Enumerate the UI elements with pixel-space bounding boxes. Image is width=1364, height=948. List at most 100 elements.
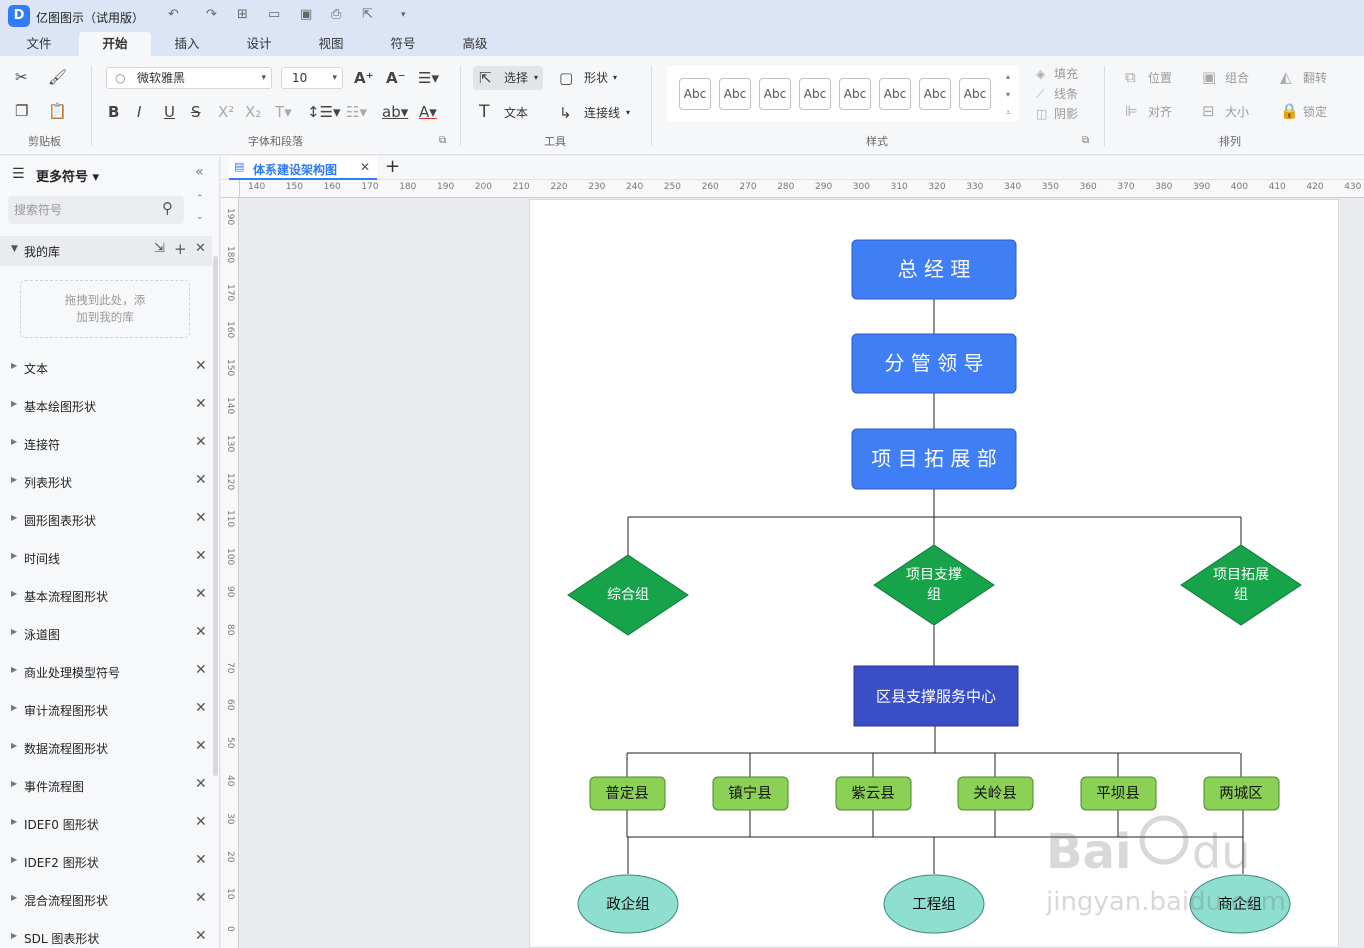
bold-icon[interactable]: B [108, 103, 120, 121]
select-tool-button[interactable]: ⇱ 选择 ▾ [473, 66, 543, 90]
team-ellipse[interactable] [883, 874, 985, 934]
position-icon[interactable]: ⧉ [1125, 68, 1136, 86]
close-icon[interactable]: ✕ [195, 814, 207, 830]
italic-icon[interactable]: I [137, 103, 142, 121]
subscript-icon[interactable]: X₂ [245, 103, 262, 121]
menu-tab[interactable]: 插入 [174, 36, 200, 51]
library-item[interactable]: ▶混合流程图形状✕ [0, 888, 212, 912]
lock-icon[interactable]: 🔒 [1280, 102, 1299, 120]
county-box[interactable] [1080, 776, 1157, 811]
increase-font-icon[interactable]: A⁺ [354, 69, 374, 87]
close-icon[interactable]: ✕ [195, 928, 207, 944]
line-label[interactable]: 线条 [1054, 87, 1079, 101]
menu-tab[interactable]: 开始 [79, 32, 151, 56]
shape-tool-button[interactable]: ▢ 形状 ▾ [559, 66, 629, 90]
size-label[interactable]: 大小 [1225, 105, 1250, 119]
style-swatch[interactable]: Abc [679, 78, 711, 110]
library-item[interactable]: ▶文本✕ [0, 356, 212, 380]
drawing-page[interactable]: 总 经 理分 管 领 导项 目 拓 展 部综合组项目支撑组项目拓展组区县支撑服务… [529, 199, 1339, 948]
close-icon[interactable]: ✕ [195, 738, 207, 754]
line-spacing-icon[interactable]: ↕☰▾ [307, 103, 341, 121]
scroll-up-icon[interactable]: ⌃ [196, 194, 204, 204]
group-icon[interactable]: ▣ [1202, 68, 1217, 86]
text-highlight-icon[interactable]: ab▾ [382, 103, 409, 121]
county-box[interactable] [712, 776, 789, 811]
close-tab-icon[interactable]: ✕ [360, 160, 371, 174]
org-box[interactable] [851, 333, 1017, 394]
decrease-font-icon[interactable]: A⁻ [386, 69, 406, 87]
close-icon[interactable]: ✕ [195, 624, 207, 640]
group-diamond[interactable] [873, 544, 995, 626]
team-ellipse[interactable] [577, 874, 679, 934]
close-icon[interactable]: ✕ [195, 662, 207, 678]
group-diamond[interactable] [1180, 544, 1302, 626]
library-item[interactable]: ▶事件流程图✕ [0, 774, 212, 798]
gallery-more-icon[interactable]: ⩡ [1006, 108, 1011, 117]
library-item[interactable]: ▶IDEF2 图形状✕ [0, 850, 212, 874]
close-icon[interactable]: ✕ [195, 510, 207, 526]
close-icon[interactable]: ✕ [195, 396, 207, 412]
panel-scrollbar[interactable] [213, 256, 218, 776]
close-icon[interactable]: ✕ [195, 434, 207, 450]
import-icon[interactable]: ⇲ [154, 241, 165, 256]
library-item[interactable]: ▶数据流程图形状✕ [0, 736, 212, 760]
menu-tab[interactable]: 设计 [246, 36, 272, 51]
lock-label[interactable]: 锁定 [1303, 105, 1328, 119]
customize-toolbar-icon[interactable]: ▾ [401, 10, 406, 20]
library-item[interactable]: ▶时间线✕ [0, 546, 212, 570]
add-icon[interactable]: + [174, 240, 187, 258]
new-file-icon[interactable]: ⊞ [237, 7, 248, 22]
new-tab-icon[interactable]: + [385, 156, 401, 177]
align-text-icon[interactable]: ☰▾ [418, 69, 439, 87]
shadow-icon[interactable]: ◫ [1036, 107, 1048, 121]
my-library-header[interactable]: ▼ 我的库 ⇲ + ✕ [0, 236, 212, 266]
style-swatch[interactable]: Abc [959, 78, 991, 110]
cut-icon[interactable]: ✂ [15, 68, 28, 86]
dialog-launcher-icon[interactable]: ⧉ [1082, 135, 1090, 146]
superscript-icon[interactable]: X² [218, 103, 235, 121]
undo-icon[interactable]: ↶ [168, 7, 179, 22]
library-item[interactable]: ▶SDL 图表形状✕ [0, 926, 212, 948]
export-icon[interactable]: ⇱ [362, 7, 373, 22]
fill-label[interactable]: 填充 [1054, 67, 1079, 81]
close-icon[interactable]: ✕ [195, 700, 207, 716]
open-folder-icon[interactable]: ▭ [268, 7, 281, 22]
dialog-launcher-icon[interactable]: ⧉ [439, 135, 447, 146]
menu-tab[interactable]: 高级 [462, 36, 488, 51]
position-label[interactable]: 位置 [1148, 71, 1173, 85]
search-icon[interactable]: ⚲ [162, 199, 173, 217]
library-item[interactable]: ▶连接符✕ [0, 432, 212, 456]
connector-tool-button[interactable]: ↳ 连接线 ▾ [559, 101, 639, 125]
library-item[interactable]: ▶列表形状✕ [0, 470, 212, 494]
county-box[interactable] [957, 776, 1034, 811]
library-item[interactable]: ▶泳道图✕ [0, 622, 212, 646]
style-swatch[interactable]: Abc [759, 78, 791, 110]
close-icon[interactable]: ✕ [195, 776, 207, 792]
bullet-list-icon[interactable]: ☷▾ [346, 103, 367, 121]
menu-tab[interactable]: 视图 [318, 36, 344, 51]
gallery-up-icon[interactable]: ▴ [1006, 72, 1011, 81]
county-box[interactable] [589, 776, 666, 811]
line-icon[interactable]: ⟋ [1036, 87, 1045, 101]
collapse-panel-icon[interactable]: « [195, 164, 204, 180]
library-item[interactable]: ▶圆形图表形状✕ [0, 508, 212, 532]
symbol-search-input[interactable]: 搜索符号 [8, 196, 184, 224]
service-center-box[interactable] [853, 665, 1019, 727]
close-icon[interactable]: ✕ [195, 548, 207, 564]
menu-tab[interactable]: 文件 [26, 36, 52, 51]
my-library-drop-zone[interactable]: 拖拽到此处，添 加到我的库 [20, 280, 190, 338]
save-icon[interactable]: ▣ [300, 7, 313, 22]
strikethrough-icon[interactable]: S [191, 103, 201, 121]
align-label[interactable]: 对齐 [1148, 105, 1173, 119]
team-ellipse[interactable] [1189, 874, 1291, 934]
close-icon[interactable]: ✕ [195, 586, 207, 602]
text-tool-button[interactable]: T 文本 [479, 101, 539, 125]
format-painter-icon[interactable]: 🖌 [48, 68, 68, 86]
more-symbols-title[interactable]: 更多符号 ▾ [36, 170, 100, 185]
paste-icon[interactable]: 📋 [48, 102, 67, 120]
org-box[interactable] [851, 239, 1017, 300]
shadow-label[interactable]: 阴影 [1054, 107, 1079, 121]
close-icon[interactable]: ✕ [195, 472, 207, 488]
close-icon[interactable]: ✕ [195, 890, 207, 906]
org-box[interactable] [851, 428, 1017, 490]
